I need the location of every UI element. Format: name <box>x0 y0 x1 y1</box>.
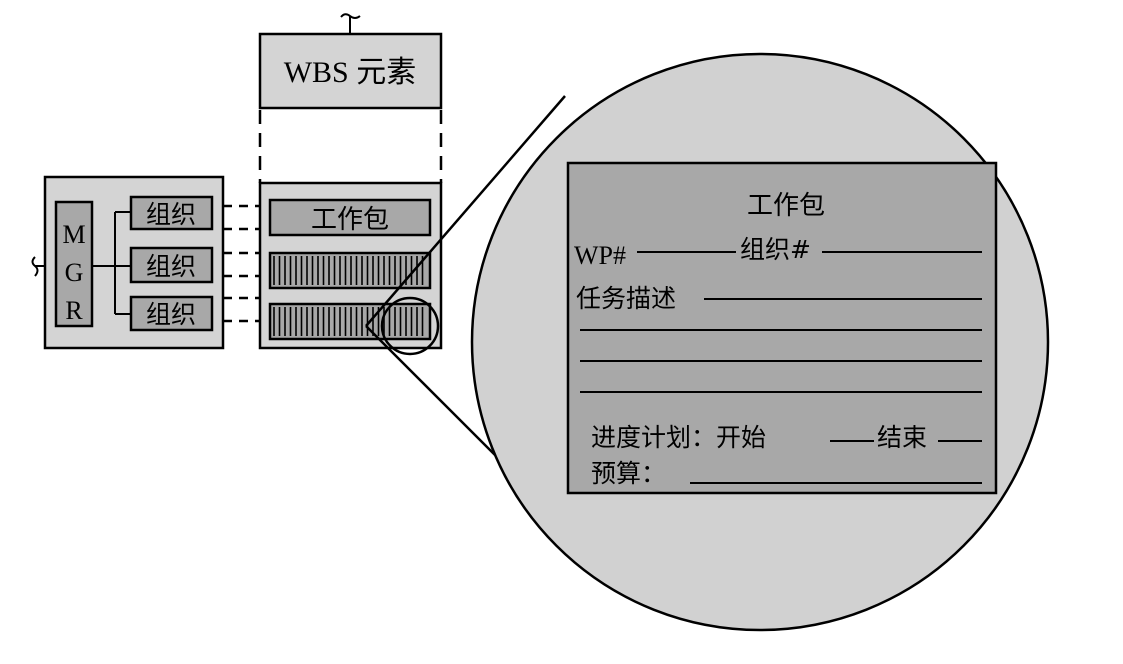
manager-letter-g: G <box>65 258 84 287</box>
striped-package-stripes-2 <box>273 307 424 336</box>
org-unit-box-1 <box>129 195 214 231</box>
org-unit-box-3 <box>129 295 214 332</box>
org-to-package-links <box>223 204 260 323</box>
org-unit-label-3: 组织 <box>146 300 196 329</box>
form-title: 工作包 <box>747 191 825 221</box>
wp-number-label: WP# <box>574 241 626 270</box>
wbs-element: WBS 元素 <box>258 13 443 110</box>
zoom-lens-small <box>380 296 440 356</box>
work-package-form: 工作包 WP# 组织# 任务描述 进度计划：开始 结束 预算： <box>566 161 998 495</box>
org-unit-label-1: 组织 <box>146 200 196 229</box>
work-package-column: 工作包 <box>258 181 443 350</box>
budget-label: 预算： <box>591 459 666 488</box>
org-unit-label-2: 组织 <box>146 252 196 281</box>
org-number-label: 组织# <box>740 235 811 264</box>
zoom-ray-bottom <box>365 325 515 475</box>
manager-letter-r: R <box>65 296 83 325</box>
manager-letter-m: M <box>62 220 85 249</box>
work-package-form-box <box>566 161 998 495</box>
schedule-end-label: 结束 <box>877 423 927 452</box>
work-package-box-label: 工作包 <box>311 205 389 235</box>
org-unit-box-2 <box>129 246 214 284</box>
wbs-element-box <box>258 32 443 110</box>
zoom-ray-top <box>365 95 566 327</box>
schedule-start-label: 进度计划：开始 <box>591 423 766 452</box>
wbs-element-label: WBS 元素 <box>284 56 417 89</box>
org-panel: M G R 组织 组织 组织 <box>31 175 225 350</box>
manager-box <box>54 200 94 328</box>
striped-package-stripes-1 <box>273 256 424 285</box>
task-description-label: 任务描述 <box>576 284 676 313</box>
work-package-box <box>268 198 432 237</box>
